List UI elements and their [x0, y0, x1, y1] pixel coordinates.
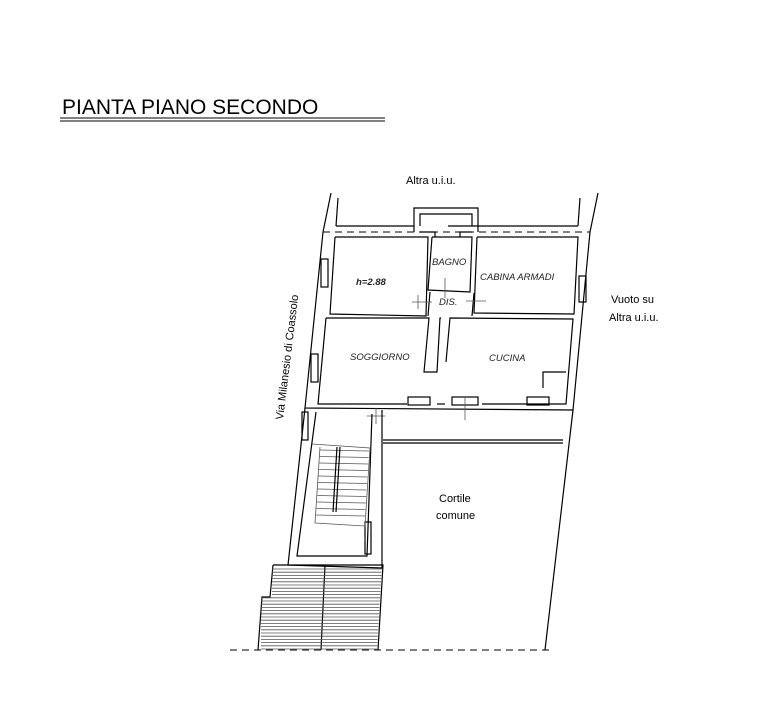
- window: [310, 353, 319, 383]
- external-stairs: [257, 564, 384, 651]
- courtyard-label-line2: comune: [436, 510, 475, 522]
- top-neighbor-label: Altra u.i.u.: [406, 175, 456, 187]
- stair-step: [319, 449, 370, 452]
- stair-step: [317, 488, 367, 491]
- neighbor-walls: [322, 192, 599, 237]
- apartment-walls: [304, 231, 591, 424]
- stair-step: [316, 501, 366, 504]
- street-label: Via Milanesio di Coassolo: [274, 294, 301, 420]
- void-label-line2: Altra u.i.u.: [609, 312, 659, 324]
- stair-step: [319, 456, 369, 458]
- window: [526, 396, 550, 406]
- stair-step: [317, 482, 368, 484]
- window: [320, 258, 329, 288]
- stair-step: [315, 514, 366, 517]
- window: [407, 396, 431, 406]
- courtyard-label-line1: Cortile: [439, 493, 471, 505]
- window: [578, 275, 587, 303]
- void-label-line1: Vuoto su: [611, 294, 654, 306]
- stair-step: [316, 508, 366, 510]
- stair-step: [317, 495, 367, 497]
- room-height-label: h=2.88: [356, 277, 387, 288]
- room-kitchen-label: CUCINA: [489, 353, 525, 364]
- stair-step: [318, 469, 368, 471]
- plan-title: PIANTA PIANO SECONDO: [62, 96, 318, 119]
- room-living-label: SOGGIORNO: [350, 352, 410, 363]
- courtyard-boundaries: [383, 409, 574, 651]
- room-bathroom-label: BAGNO: [432, 257, 467, 268]
- stair-step: [318, 475, 368, 478]
- room-closet-label: CABINA ARMADI: [480, 272, 555, 283]
- staircase: [287, 407, 383, 569]
- room-hallway-label: DIS.: [439, 297, 457, 308]
- stair-step: [319, 462, 369, 465]
